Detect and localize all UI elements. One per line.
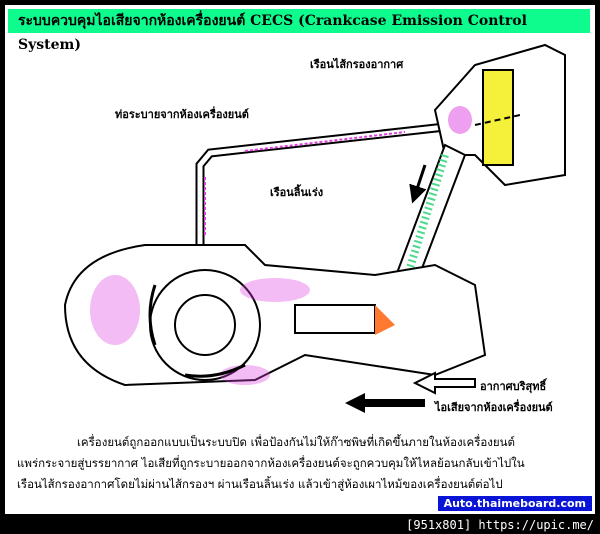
blowby-arrow-icon — [345, 393, 425, 413]
piston — [294, 304, 376, 334]
image-source-caption: [951x801] https://upic.me/ — [406, 518, 594, 532]
description-line: แพร่กระจายสู่บรรยากาศ ไอเสียที่ถูกระบายอ… — [17, 456, 525, 470]
description-line: เครื่องยนต์ถูกออกแบบเป็นระบบปิด เพื่อป้อ… — [77, 435, 515, 449]
cecs-diagram — [63, 43, 566, 413]
credit-link[interactable]: Auto.thaimeboard.com — [437, 496, 592, 511]
description: เครื่องยนต์ถูกออกแบบเป็นระบบปิด เพื่อป้อ… — [17, 432, 587, 495]
page-title: ระบบควบคุมไอเสียจากห้องเครื่องยนต์ CECS … — [8, 9, 590, 53]
legend-clean-air: อากาศบริสุทธิ์ — [480, 380, 547, 393]
label-vent-pipe: ท่อระบายจากห้องเครื่องยนต์ — [115, 108, 249, 121]
description-line: เรือนไส้กรองอากาศโดยไม่ผ่านไส้กรองฯ ผ่าน… — [17, 477, 503, 491]
diagram-frame: ระบบควบคุมไอเสียจากห้องเครื่องยนต์ CECS … — [5, 5, 595, 514]
legend-blowby: ไอเสียจากห้องเครื่องยนต์ — [435, 401, 553, 414]
label-throttle-body: เรือนลิ้นเร่ง — [270, 186, 324, 199]
clean-air-arrow-icon — [412, 371, 476, 395]
label-air-filter: เรือนไส้กรองอากาศ — [310, 58, 404, 71]
